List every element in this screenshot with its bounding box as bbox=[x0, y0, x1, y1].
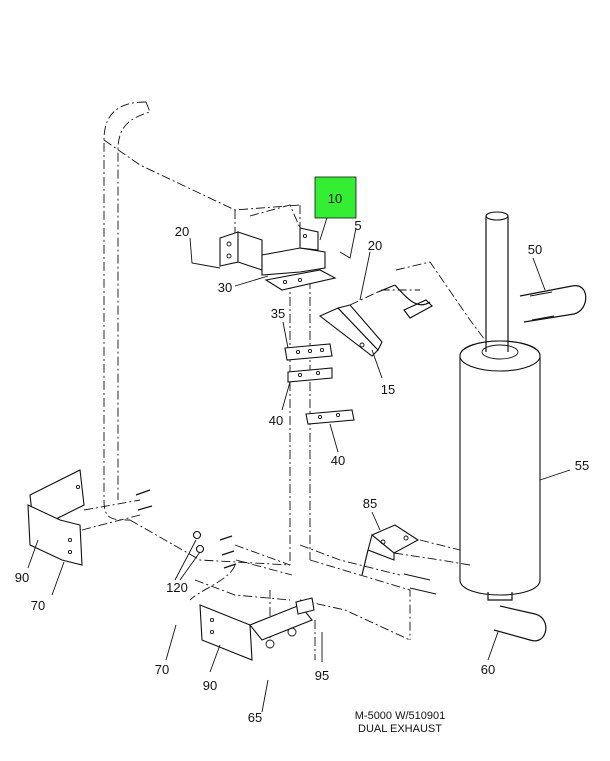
callout-65[interactable]: 65 bbox=[248, 710, 262, 725]
callout-35[interactable]: 35 bbox=[271, 306, 285, 321]
callout-20-left[interactable]: 20 bbox=[175, 224, 189, 239]
callout-85[interactable]: 85 bbox=[363, 496, 377, 511]
lower-bracket bbox=[199, 597, 315, 661]
callout-20-right[interactable]: 20 bbox=[368, 238, 382, 253]
callout-95[interactable]: 95 bbox=[315, 668, 329, 683]
cab-phantom-outline bbox=[103, 101, 411, 660]
clamp-plates bbox=[284, 343, 355, 425]
callout-90-lower[interactable]: 90 bbox=[203, 678, 217, 693]
exhaust-muffler bbox=[459, 211, 541, 601]
upper-mounting-bracket bbox=[219, 204, 337, 291]
diagram-caption: M-5000 W/510901 DUAL EXHAUST bbox=[330, 710, 470, 736]
callout-50[interactable]: 50 bbox=[528, 242, 542, 257]
callout-5[interactable]: 5 bbox=[354, 218, 361, 233]
caption-model: M-5000 W/510901 bbox=[354, 710, 446, 722]
callout-70-left[interactable]: 70 bbox=[31, 598, 45, 613]
callout-30[interactable]: 30 bbox=[218, 280, 232, 295]
callout-55[interactable]: 55 bbox=[575, 458, 589, 473]
bolts-120 bbox=[192, 530, 293, 576]
muffler-upper-bracket bbox=[318, 261, 486, 357]
highlight-box-10[interactable] bbox=[314, 176, 357, 219]
callout-90-left[interactable]: 90 bbox=[15, 570, 29, 585]
callout-10[interactable]: 10 bbox=[328, 191, 342, 206]
lower-u-bolt bbox=[403, 573, 547, 642]
callout-70-lower[interactable]: 70 bbox=[155, 662, 169, 677]
callout-15[interactable]: 15 bbox=[381, 382, 395, 397]
lower-muffler-bracket bbox=[361, 524, 471, 576]
upper-u-bolt bbox=[519, 285, 587, 323]
callout-40-upper[interactable]: 40 bbox=[269, 413, 283, 428]
left-side-bracket bbox=[27, 469, 153, 566]
callout-120[interactable]: 120 bbox=[166, 580, 188, 595]
callout-60[interactable]: 60 bbox=[481, 662, 495, 677]
callout-40-lower[interactable]: 40 bbox=[331, 453, 345, 468]
caption-description: DUAL EXHAUST bbox=[358, 723, 442, 735]
